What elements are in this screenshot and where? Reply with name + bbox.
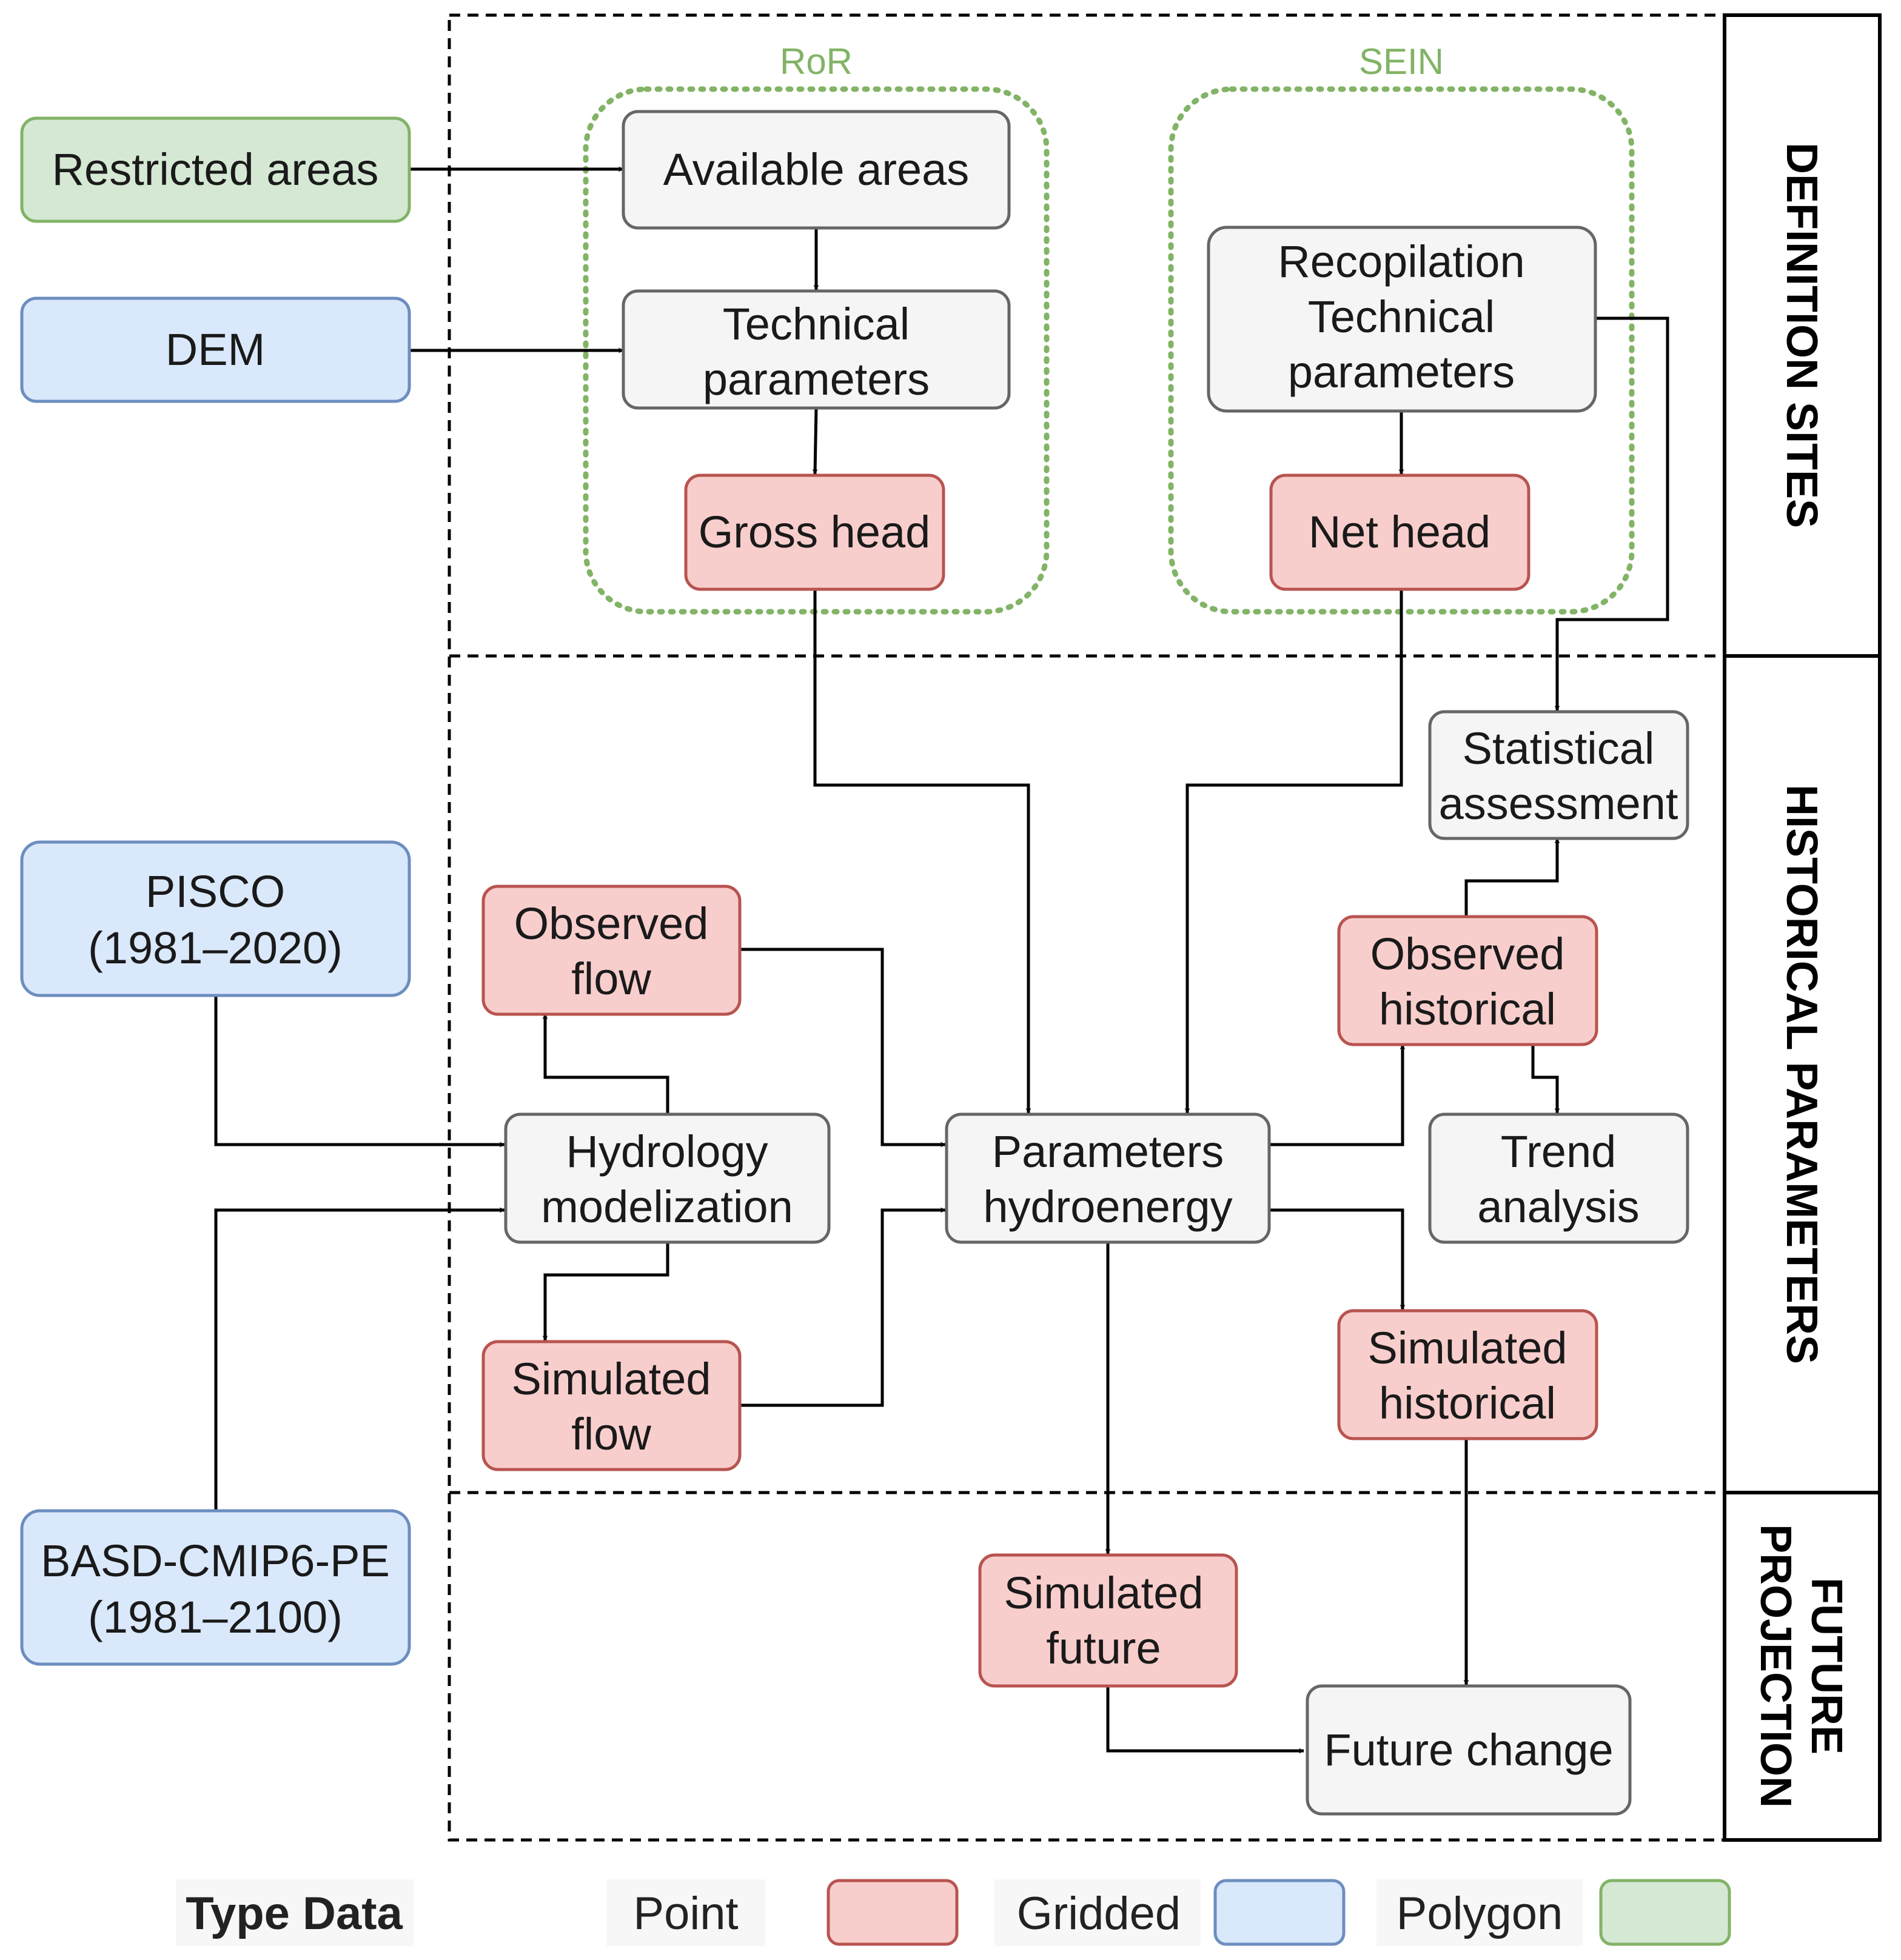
- arrow-pisco-to-hydrology: [214, 995, 505, 1148]
- section-definition-sites: DEFINITION SITES: [1777, 142, 1826, 528]
- arrow-observed-historical-to-statistical: [1464, 838, 1560, 915]
- input-restricted-areas: Restricted areas: [20, 116, 411, 223]
- arrow-hydrology-to-simulated-flow: [542, 1242, 669, 1341]
- arrow-observed-flow-to-hydroenergy: [740, 948, 946, 1148]
- node-available-areas: Available areas: [622, 110, 1011, 230]
- arrow-technical-to-gross-head: [812, 407, 818, 475]
- svg-text:BASD-CMIP6-PE(1981–2100): BASD-CMIP6-PE(1981–2100): [41, 1536, 390, 1642]
- legend: Type Data Point Gridded Polygon: [176, 1879, 1731, 1946]
- legend-gridded-label: Gridded: [1017, 1888, 1181, 1939]
- arrow-hydroenergy-to-simulated-historical: [1269, 1208, 1406, 1310]
- arrow-hydrology-to-observed-flow: [542, 1014, 669, 1113]
- arrow-net-head-to-hydroenergy: [1184, 589, 1403, 1114]
- svg-text:Available areas: Available areas: [663, 144, 970, 195]
- node-gross-head: Gross head: [684, 473, 945, 591]
- legend-polygon-label-bg: [1376, 1879, 1583, 1946]
- legend-polygon-label: Polygon: [1396, 1888, 1563, 1939]
- legend-polygon-swatch: [1599, 1879, 1731, 1946]
- section-frames: [448, 13, 1882, 1842]
- node-future-change: Future change: [1306, 1684, 1632, 1816]
- legend-point-label: Point: [633, 1888, 738, 1939]
- arrow-gross-head-to-hydroenergy: [813, 589, 1031, 1114]
- svg-text:DEM: DEM: [166, 324, 265, 375]
- section-historical-parameters: HISTORICAL PARAMETERS: [1777, 784, 1826, 1364]
- legend-title: Type Data: [186, 1888, 403, 1939]
- connectors: [214, 166, 1669, 1754]
- legend-title-bg: [176, 1879, 414, 1946]
- svg-text:Gross head: Gross head: [699, 507, 931, 557]
- arrow-recopilation-to-statistical: [1554, 316, 1669, 711]
- arrow-basd-to-hydrology: [214, 1207, 505, 1511]
- svg-text:PISCO(1981–2020): PISCO(1981–2020): [88, 866, 343, 973]
- legend-gridded-swatch: [1213, 1879, 1346, 1946]
- svg-text:Restricted areas: Restricted areas: [52, 144, 379, 195]
- section-future-projection: FUTUREPROJECTION: [1751, 1524, 1851, 1808]
- arrow-simulated-future-to-future-change: [1106, 1686, 1304, 1754]
- arrow-observed-historical-to-trend: [1531, 1045, 1560, 1114]
- legend-point-label-bg: [606, 1879, 765, 1946]
- input-dem: DEM: [20, 296, 411, 403]
- input-pisco: PISCO(1981–2020): [20, 840, 411, 997]
- input-basd-cmip6-pe: BASD-CMIP6-PE(1981–2100): [20, 1509, 411, 1666]
- section-label-column: [1723, 13, 1882, 1842]
- node-net-head: Net head: [1269, 473, 1531, 591]
- legend-gridded-label-bg: [994, 1879, 1201, 1946]
- legend-point-swatch: [826, 1879, 959, 1946]
- arrow-hydroenergy-to-observed-historical: [1269, 1044, 1406, 1146]
- arrow-simulated-flow-to-hydroenergy: [740, 1207, 946, 1407]
- svg-text:Net head: Net head: [1309, 507, 1490, 557]
- group-ror-label: RoR: [780, 41, 853, 82]
- group-sein-label: SEIN: [1359, 41, 1444, 82]
- svg-text:Future change: Future change: [1324, 1725, 1613, 1775]
